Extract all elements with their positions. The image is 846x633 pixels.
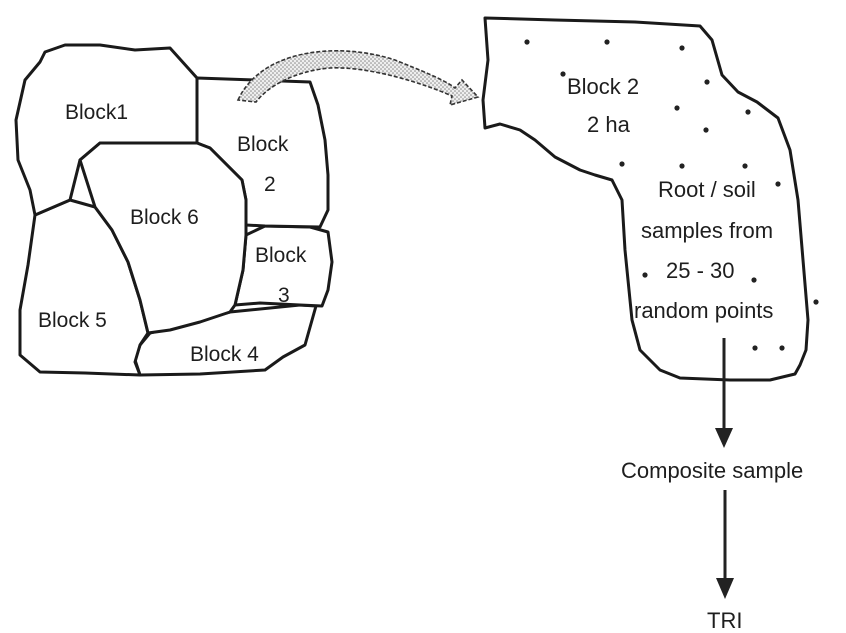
sample-point — [619, 161, 625, 167]
sample-point — [752, 345, 758, 351]
sample-point — [779, 345, 785, 351]
sample-point — [704, 79, 710, 85]
sample-point — [751, 277, 757, 283]
arrow-down-icon — [715, 428, 733, 448]
sample-point — [524, 39, 530, 45]
sample-block-area: 2 ha — [587, 112, 631, 137]
sample-description-line-1: Root / soil — [658, 177, 756, 202]
sample-point — [642, 272, 648, 278]
sample-point — [679, 163, 685, 169]
block-3-label-line1: Block — [255, 244, 307, 267]
sample-point — [745, 109, 751, 115]
tri-label: TRI — [707, 608, 742, 633]
block-4-label: Block 4 — [190, 343, 259, 366]
block-2-label-line2: 2 — [264, 173, 276, 196]
block-5-label: Block 5 — [38, 309, 107, 332]
sample-point — [742, 163, 748, 169]
block-6-label: Block 6 — [130, 206, 199, 229]
sample-point — [604, 39, 610, 45]
sample-point — [674, 105, 680, 111]
sample-description-line-4: random points — [634, 298, 773, 323]
block-6-outline — [78, 141, 248, 335]
sample-description-line-2: samples from — [641, 218, 773, 243]
flow-arrows: Composite sample TRI — [621, 338, 803, 633]
sample-point — [775, 181, 781, 187]
sample-point — [560, 71, 566, 77]
transfer-arrow — [236, 50, 480, 107]
block-3-label-line2: 3 — [278, 284, 290, 307]
sample-block-name: Block 2 — [567, 74, 639, 99]
sample-point — [813, 299, 819, 305]
composite-sample-label: Composite sample — [621, 458, 803, 483]
sample-point — [703, 127, 709, 133]
block-1-label: Block1 — [65, 101, 128, 124]
block-2-label-line1: Block — [237, 133, 289, 156]
curved-arrow-icon — [236, 50, 480, 107]
farm-map: Block1 Block 2 Block 6 Block 3 Block 5 B… — [14, 43, 334, 377]
block-2-detail-outline — [481, 16, 810, 382]
block-2-detail: Block 2 2 ha Root / soil samples from 25… — [481, 16, 819, 382]
arrow-down-icon — [716, 578, 734, 599]
sample-description-line-3: 25 - 30 — [666, 258, 735, 283]
sample-point — [679, 45, 685, 51]
random-sample-points — [524, 39, 819, 351]
